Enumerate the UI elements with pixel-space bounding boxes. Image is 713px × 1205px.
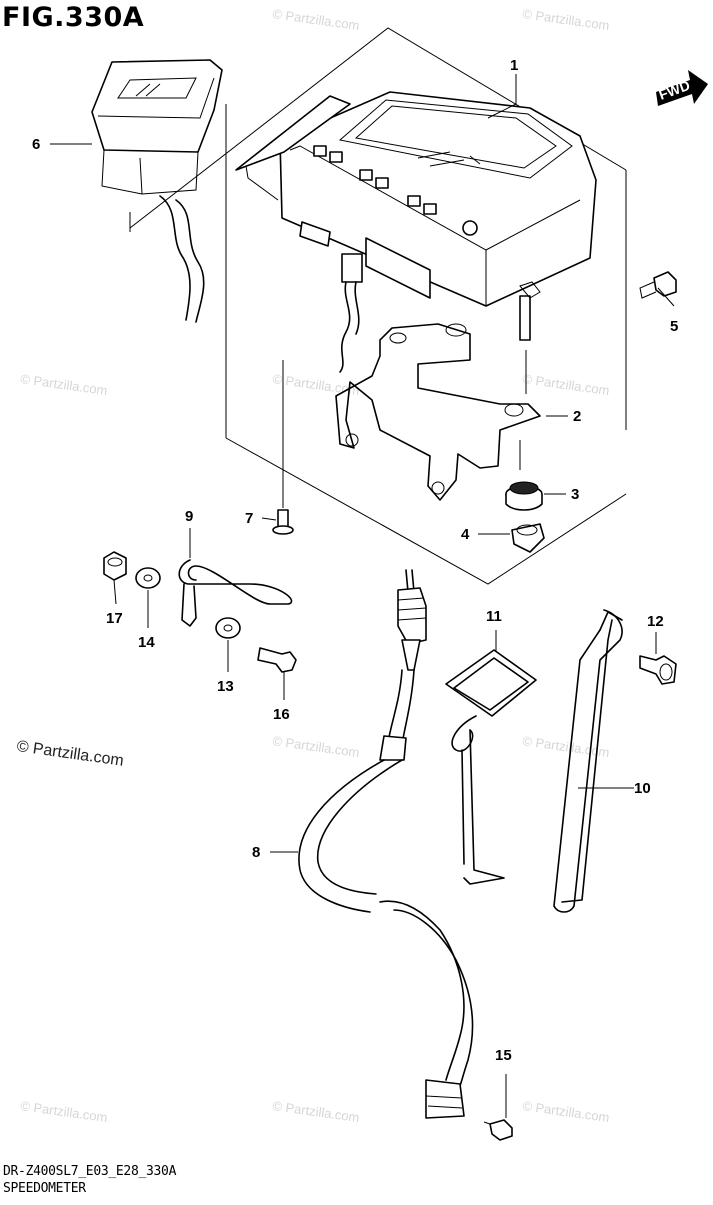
watermark: © Partzilla.com <box>522 371 611 398</box>
part-11-clamp <box>445 649 537 885</box>
figure-name: SPEEDOMETER <box>3 1181 86 1196</box>
part-12-bolt <box>639 655 677 685</box>
part-9-clamp <box>178 559 293 627</box>
part-3-grommet <box>505 481 543 511</box>
part-15-screw <box>483 1119 513 1141</box>
part-13-washer <box>215 617 241 639</box>
part-label: 14 <box>138 634 155 651</box>
watermark: © Partzilla.com <box>522 6 611 33</box>
part-label: 9 <box>185 508 193 525</box>
part-labels: 1 2 3 4 5 6 7 8 9 10 11 12 13 14 15 16 1… <box>32 57 678 1064</box>
watermark: © Partzilla.com <box>272 1098 361 1125</box>
part-5-bolt <box>639 271 677 299</box>
part-label: 6 <box>32 136 40 153</box>
part-1-speedometer-assembly <box>235 91 597 373</box>
figure-title: FIG.330A <box>2 2 145 33</box>
figure-model-code: DR-Z400SL7_E03_E28_330A <box>3 1164 177 1179</box>
part-14-washer <box>135 567 161 589</box>
part-10-band <box>553 609 623 913</box>
part-label: 8 <box>252 844 260 861</box>
part-label: 5 <box>670 318 678 335</box>
watermark: © Partzilla.com <box>272 6 361 33</box>
part-label: 7 <box>245 510 253 527</box>
part-label: 15 <box>495 1047 512 1064</box>
part-7-screw <box>272 360 294 535</box>
part-8-speedometer-cable <box>298 569 474 1119</box>
part-label: 11 <box>486 608 502 625</box>
leader-lines <box>50 74 675 1118</box>
part-2-bracket <box>335 323 541 501</box>
watermark: © Partzilla.com <box>522 1098 611 1125</box>
part-17-nut <box>103 551 127 581</box>
part-label: 1 <box>510 57 518 74</box>
part-label: 4 <box>461 526 470 543</box>
part-6-speedometer-unit <box>91 59 223 323</box>
part-16-bolt <box>257 647 297 673</box>
part-label: 3 <box>571 486 579 503</box>
part-label: 12 <box>647 613 664 630</box>
part-label: 13 <box>217 678 234 695</box>
part-label: 10 <box>634 780 651 797</box>
part-label: 2 <box>573 408 581 425</box>
fwd-arrow-icon: FWD <box>656 70 708 106</box>
watermark: © Partzilla.com <box>20 371 109 398</box>
part-label: 16 <box>273 706 290 723</box>
watermark: © Partzilla.com <box>20 1098 109 1125</box>
part-4-collar <box>511 523 545 553</box>
part-label: 17 <box>106 610 123 627</box>
watermark: © Partzilla.com <box>272 733 361 760</box>
